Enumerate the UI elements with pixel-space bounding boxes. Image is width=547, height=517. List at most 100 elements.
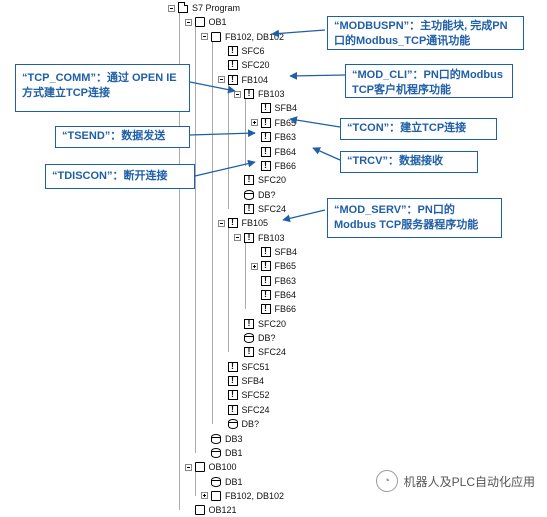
tree-node-label: FB104 [241, 74, 269, 85]
tree-node[interactable]: DB? [234, 188, 276, 202]
warning-block-icon [244, 346, 254, 358]
tree-node[interactable]: SFC20 [218, 58, 270, 72]
expand-icon[interactable] [250, 119, 258, 127]
tree-node[interactable]: DB3 [201, 432, 243, 446]
block-icon [194, 17, 205, 28]
tree-node[interactable]: FB103 [234, 231, 285, 245]
warning-block-icon [227, 375, 238, 387]
tree-node[interactable]: SFC20 [234, 317, 286, 331]
tree-node[interactable]: FB65 [250, 116, 296, 130]
tree-node-label: DB? [258, 189, 276, 200]
warning-block-icon [260, 275, 271, 286]
tree-node[interactable]: FB66 [251, 302, 296, 316]
data-block-icon [211, 433, 221, 444]
collapse-icon[interactable] [184, 18, 192, 26]
tree-node-label: SFC24 [258, 203, 287, 214]
tree-node[interactable]: SFB4 [251, 101, 298, 115]
collapse-icon[interactable] [217, 219, 225, 227]
tree-node[interactable]: DB1 [201, 475, 243, 489]
block-icon [194, 462, 205, 473]
expand-icon[interactable] [201, 492, 208, 500]
warning-block-icon [244, 88, 254, 100]
tree-node[interactable]: OB100 [184, 460, 237, 474]
warning-block-icon [227, 45, 238, 57]
tree-node[interactable]: FB102, DB102 [201, 489, 284, 503]
tree-node-label: FB103 [258, 232, 285, 243]
tree-node[interactable]: FB102, DB102 [201, 30, 284, 44]
tree-node[interactable]: SFC52 [218, 388, 270, 402]
warning-block-icon [260, 303, 271, 315]
tree-node[interactable]: FB64 [251, 288, 297, 302]
tree-guide-line [228, 83, 229, 209]
tree-node[interactable]: DB1 [201, 446, 243, 460]
collapse-icon[interactable] [234, 234, 241, 242]
tree-node[interactable]: DB? [218, 417, 259, 431]
tree-node-label: SFC24 [241, 404, 270, 415]
tree-node[interactable]: SFC24 [234, 345, 286, 359]
expand-icon[interactable] [250, 262, 258, 270]
data-block-icon [244, 333, 254, 344]
tree-node[interactable]: SFC20 [234, 173, 286, 187]
block-icon [211, 31, 221, 42]
data-block-icon [211, 447, 221, 458]
annotation-tdiscon: “TDISCON”：断开连接 [45, 164, 195, 189]
tree-node[interactable]: FB105 [217, 216, 268, 230]
tree-node[interactable]: SFC24 [234, 202, 286, 216]
tree-node-label: DB3 [225, 433, 243, 444]
tree-node-label: FB66 [274, 160, 297, 171]
annotation-tcon: “TCON”：建立TCP连接 [340, 118, 497, 140]
tree-node[interactable]: OB1 [184, 15, 227, 29]
tree-node[interactable]: SFC6 [218, 44, 265, 58]
tree-node-label: OB1 [208, 17, 227, 28]
tree-node-label: FB65 [274, 261, 297, 272]
tree-node-label: SFC20 [258, 175, 287, 186]
tree-node[interactable]: SFB4 [251, 245, 297, 259]
tree-node[interactable]: FB64 [251, 145, 296, 159]
tree-guide-line [195, 26, 196, 453]
warning-block-icon [227, 217, 238, 229]
tree-node-label: SFC6 [241, 46, 265, 57]
watermark-text: 机器人及PLC自动化应用 [403, 474, 535, 489]
warning-block-icon [260, 131, 271, 143]
tree-node-label: SFC20 [241, 60, 270, 71]
tree-node[interactable]: FB63 [251, 130, 296, 144]
collapse-icon[interactable] [234, 90, 241, 98]
tree-guide-line [244, 98, 246, 166]
tree-node[interactable]: FB103 [234, 87, 285, 101]
folder-icon [178, 2, 188, 13]
tree-node[interactable]: FB65 [250, 259, 297, 273]
collapse-icon[interactable] [201, 33, 208, 41]
data-block-icon [227, 419, 238, 430]
tree-node[interactable]: DB? [234, 331, 276, 345]
data-block-icon [244, 189, 254, 200]
warning-block-icon [244, 203, 254, 214]
tree-node[interactable]: S7 Program [168, 1, 240, 15]
annotation-modbuspn: “MODBUSPN”：主功能块, 完成PN口的Modbus_TCP通讯功能 [327, 16, 524, 50]
warning-block-icon [260, 289, 271, 300]
tree-node-label: FB64 [274, 290, 297, 300]
wechat-logo-icon: ◔ [375, 470, 398, 492]
tree-node[interactable]: FB63 [251, 274, 296, 288]
arrow-modbuspn [271, 29, 326, 38]
warning-block-icon [260, 246, 271, 257]
tree-node-label: SFB4 [274, 103, 298, 114]
tree-node[interactable]: FB104 [217, 73, 269, 87]
tree-node[interactable]: FB66 [251, 159, 297, 173]
tree-node-label: SFC52 [241, 390, 270, 401]
collapse-icon[interactable] [217, 76, 225, 84]
block-icon [211, 490, 221, 501]
arrow-tsend [189, 129, 256, 138]
arrow-tcon [289, 116, 341, 128]
annotation-tsend: “TSEND”：数据发送 [55, 126, 190, 148]
tree-guide-line [244, 241, 246, 310]
tree-node[interactable]: SFC24 [218, 403, 270, 417]
warning-block-icon [244, 174, 254, 186]
warning-block-icon [227, 59, 238, 71]
collapse-icon[interactable] [168, 4, 175, 12]
tree-node[interactable]: SFB4 [218, 374, 264, 388]
tree-node[interactable]: SFC51 [218, 360, 270, 374]
collapse-icon[interactable] [184, 463, 192, 471]
annotation-trcv: “TRCV”：数据接收 [340, 151, 478, 173]
arrow-mod-cli [289, 71, 346, 80]
